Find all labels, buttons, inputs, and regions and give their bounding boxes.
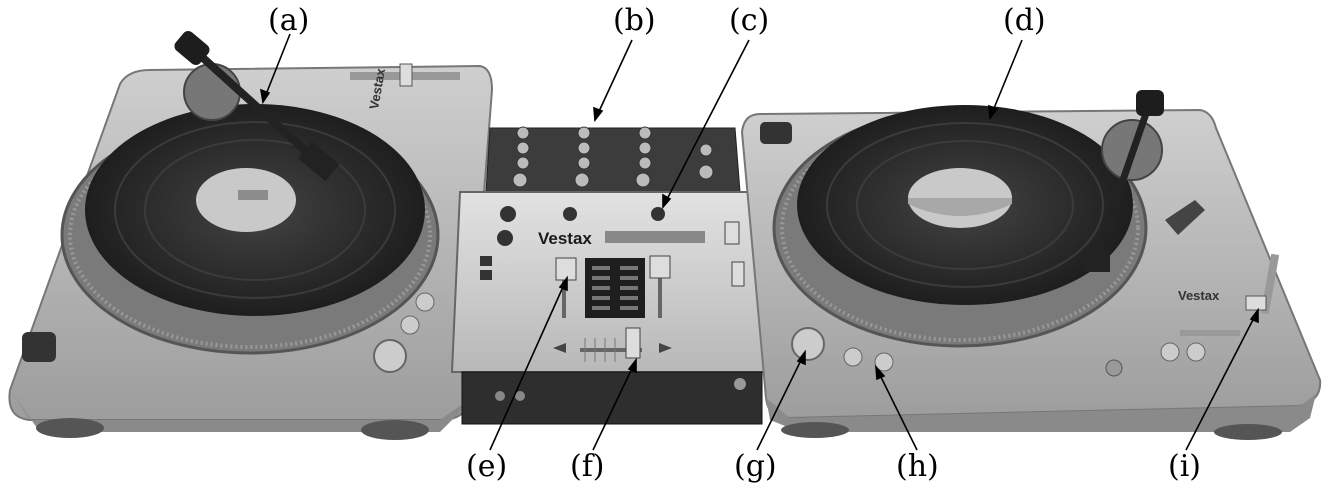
right-pitch-fader[interactable]	[1245, 295, 1267, 311]
label-e: (e)	[466, 449, 507, 484]
right-counterweight	[1136, 90, 1164, 116]
mixer-front	[461, 371, 763, 425]
label-h: (h)	[896, 449, 939, 484]
mixer-gain-knob-1[interactable]	[563, 207, 577, 221]
mixer: Vestax	[450, 126, 774, 425]
mixer-side-knob[interactable]	[500, 206, 516, 222]
mixer-eq-knobs	[512, 126, 714, 188]
left-foot	[36, 418, 104, 438]
left-target-light	[22, 332, 56, 362]
right-start-stop-button[interactable]	[791, 327, 825, 361]
label-a: (a)	[268, 3, 309, 38]
left-speed-button[interactable]	[400, 315, 420, 335]
crossfader-track	[580, 348, 642, 352]
left-turntable: Vestax	[8, 30, 494, 440]
left-foot	[361, 420, 429, 440]
left-tonearm-base	[183, 63, 241, 121]
left-record-grooves	[144, 139, 366, 281]
left-counterweight	[174, 30, 210, 66]
channel-2-fader-track	[658, 258, 662, 318]
label-f: (f)	[570, 449, 605, 484]
left-headshell	[297, 141, 340, 182]
right-speed-button-33[interactable]	[843, 347, 863, 367]
left-start-stop-button[interactable]	[373, 339, 407, 373]
label-c: (c)	[729, 3, 769, 38]
left-record-grooves	[114, 121, 396, 299]
callout-labels: (a) (b) (c) (d) (e) (f) (g) (h) (i)	[268, 3, 1201, 484]
right-record-grooves	[826, 122, 1104, 288]
left-deck-brand: Vestax	[366, 67, 388, 111]
left-deck-front-edge	[10, 390, 468, 432]
label-d: (d)	[1003, 3, 1046, 38]
mixer-brand: Vestax	[538, 229, 592, 248]
label-g: (g)	[734, 449, 777, 484]
crossfader[interactable]	[625, 327, 641, 359]
left-platter-strobe	[68, 121, 432, 349]
label-i: (i)	[1168, 449, 1201, 484]
label-b: (b)	[613, 3, 656, 38]
right-tonearm	[1092, 98, 1154, 262]
right-foot	[781, 422, 849, 438]
right-deck-brand: Vestax	[1178, 288, 1220, 303]
left-speed-button[interactable]	[415, 292, 435, 312]
right-record-grooves	[856, 140, 1074, 270]
right-foot	[1214, 424, 1282, 440]
right-turntable: Vestax	[740, 90, 1322, 440]
mixer-gain-knob-2[interactable]	[651, 207, 665, 221]
left-tonearm	[188, 44, 322, 166]
left-pitch-fader	[399, 63, 413, 87]
channel-1-fader[interactable]	[555, 257, 577, 281]
channel-2-fader[interactable]	[649, 255, 671, 279]
right-headshell	[1084, 250, 1110, 272]
callout-arrows	[259, 33, 1259, 451]
right-speed-button-45[interactable]	[874, 352, 894, 372]
mixer-side-knob[interactable]	[497, 230, 513, 246]
